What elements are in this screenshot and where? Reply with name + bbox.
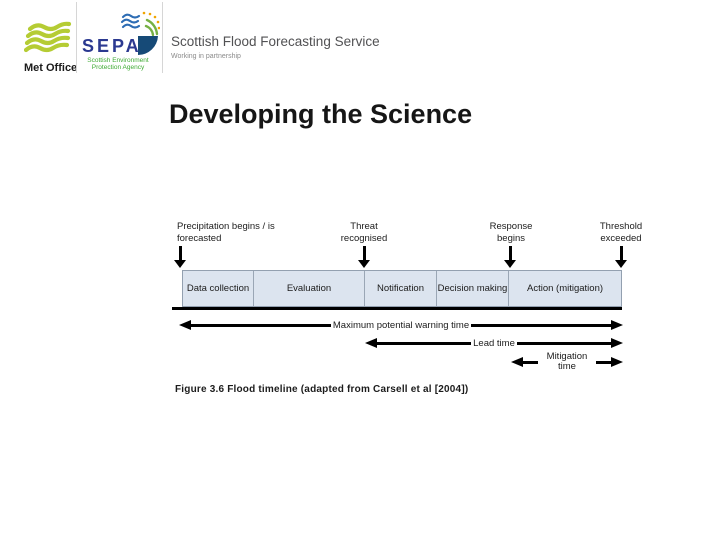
sepa-sail-shape: [138, 36, 158, 56]
phase-action: Action (mitigation): [508, 271, 621, 306]
span-line: [471, 323, 612, 327]
service-title: Scottish Flood Forecasting Service: [171, 34, 380, 49]
event-label-precipitation: Precipitation begins / is forecasted: [177, 221, 275, 244]
arrow-shaft: [362, 246, 366, 260]
met-office-waves-icon: [23, 21, 72, 53]
event-label-threat: Threat recognised: [340, 221, 388, 244]
page-title: Developing the Science: [169, 99, 473, 129]
arrow-head: [174, 260, 186, 268]
phase-decision-making: Decision making: [436, 271, 508, 306]
arrow-shaft: [508, 246, 512, 260]
arrow-shaft: [619, 246, 623, 260]
span-line: [377, 341, 472, 345]
down-arrow-icon: [504, 246, 516, 268]
met-office-label: Met Office: [24, 62, 78, 74]
arrow-head: [358, 260, 370, 268]
arrowhead-left-icon: [179, 320, 191, 330]
down-arrow-icon: [174, 246, 186, 268]
arrow-head: [615, 260, 627, 268]
event-label-response: Response begins: [489, 221, 533, 244]
arrowhead-left-icon: [511, 357, 523, 367]
span-label: Maximum potential warning time: [332, 319, 470, 331]
service-branding: Scottish Flood Forecasting Service Worki…: [171, 34, 380, 60]
sepa-graphic-icon: [120, 10, 161, 61]
down-arrow-icon: [358, 246, 370, 268]
arrowhead-right-icon: [611, 320, 624, 330]
span-line: [191, 323, 331, 327]
down-arrow-icon: [615, 246, 627, 268]
phase-data-collection: Data collection: [186, 283, 250, 294]
span-line: [516, 341, 612, 345]
span-mitigation-time: Mitigation time: [511, 350, 623, 372]
arrow-head: [504, 260, 516, 268]
span-label: Lead time: [473, 337, 515, 349]
met-office-logo: Met Office: [23, 20, 78, 74]
span-line: [596, 360, 611, 364]
span-line: [523, 360, 538, 364]
event-label-threshold: Threshold exceeded: [599, 221, 643, 244]
span-lead-time: Lead time: [365, 333, 624, 353]
sepa-full-name: Scottish Environment Protection Agency: [87, 57, 149, 71]
arrowhead-right-icon: [611, 338, 624, 348]
service-tagline: Working in partnership: [171, 53, 241, 60]
arrowhead-right-icon: [611, 357, 623, 367]
span-max-warning-time: Maximum potential warning time: [179, 315, 624, 335]
phase-bar: Data collection Evaluation Notification …: [182, 270, 622, 307]
arrowhead-left-icon: [365, 338, 377, 348]
span-label: Mitigation time: [546, 350, 588, 372]
header-divider: [162, 2, 163, 73]
sepa-acronym: SEPA: [82, 36, 142, 56]
phase-evaluation: Evaluation: [253, 271, 364, 306]
arrow-shaft: [178, 246, 182, 260]
figure-caption: Figure 3.6 Flood timeline (adapted from …: [175, 384, 469, 395]
phase-notification: Notification: [364, 271, 436, 306]
timeline-baseline: [172, 307, 622, 310]
header-divider: [76, 2, 77, 73]
